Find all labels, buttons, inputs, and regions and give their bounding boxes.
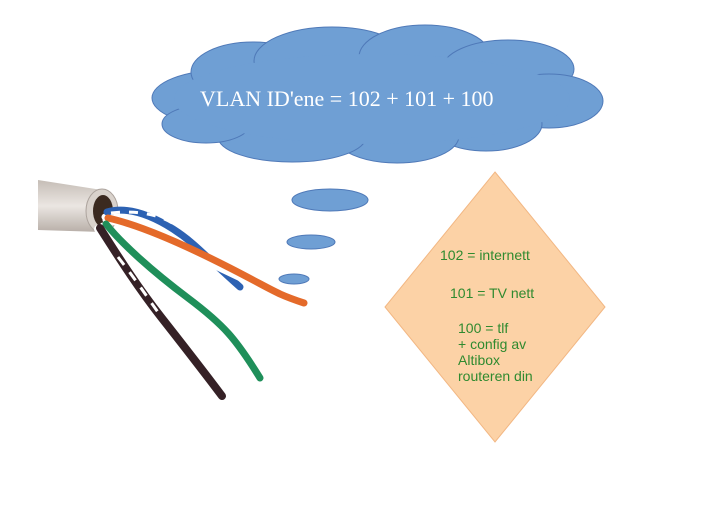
ethernet-cable-image — [38, 180, 308, 406]
vlan-100-label: 100 = tlf + config av Altibox routeren d… — [458, 320, 558, 384]
thought-cloud — [151, 24, 604, 285]
vlan-ids-summary: VLAN ID'ene = 102 + 101 + 100 — [200, 86, 494, 111]
thought-bubble-small — [278, 273, 310, 285]
vlan-100-line-1: 100 = tlf — [458, 320, 509, 336]
vlan-102-label: 102 = internett — [440, 247, 530, 263]
thought-bubble-medium — [286, 234, 336, 250]
vlan-101-label: 101 = TV nett — [450, 285, 535, 301]
vlan-legend-diamond — [384, 171, 606, 443]
vlan-100-line-3: Altibox — [458, 352, 501, 368]
vlan-100-line-4: routeren din — [458, 368, 533, 384]
vlan-100-line-2: + config av — [458, 336, 527, 352]
thought-bubble-large — [291, 188, 369, 212]
